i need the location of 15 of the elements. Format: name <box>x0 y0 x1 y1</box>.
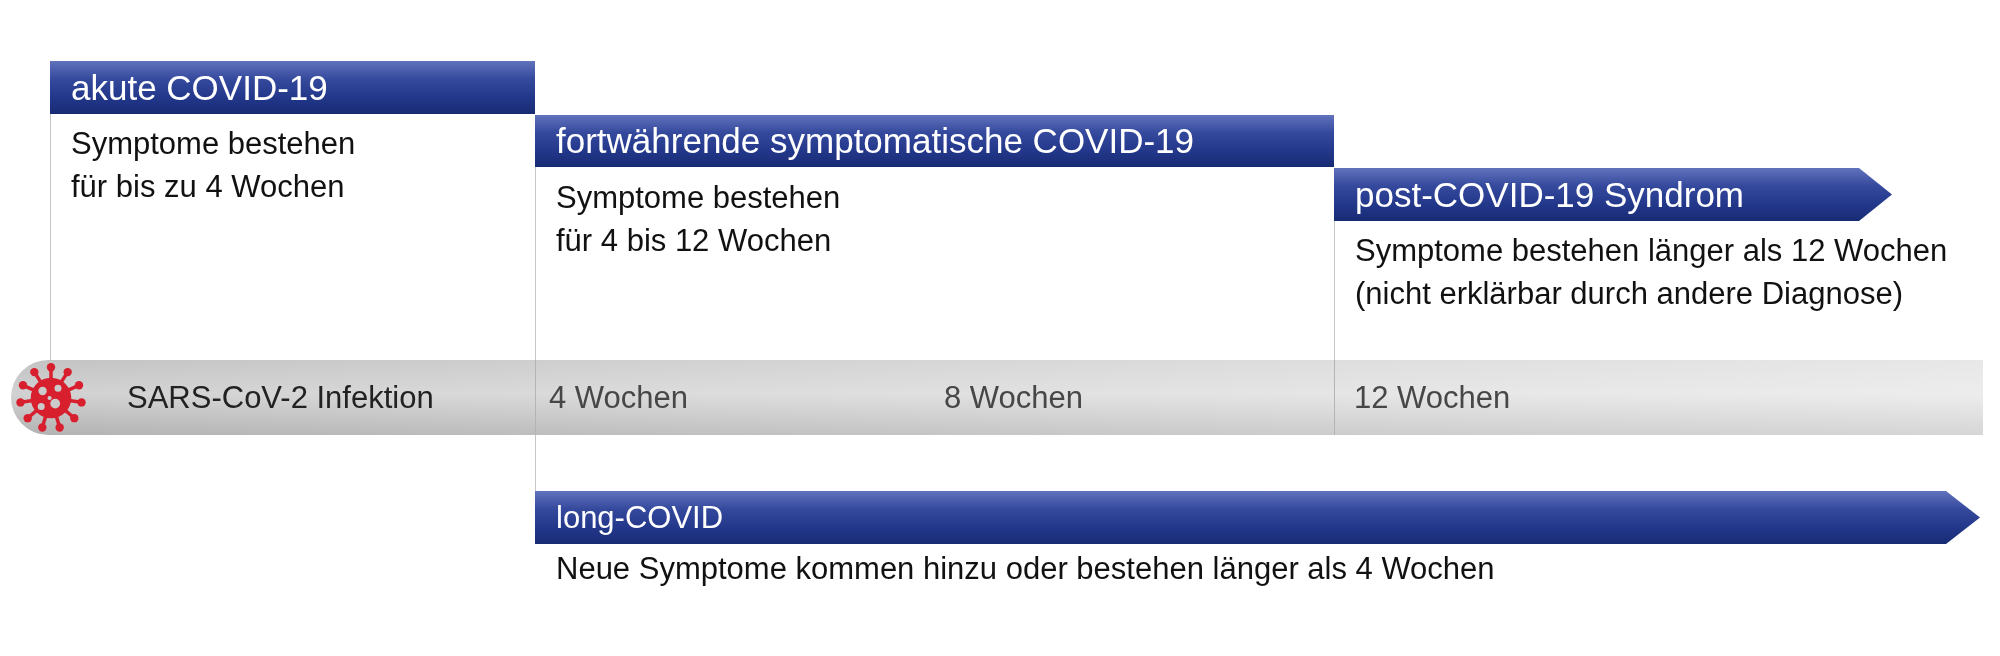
phase-description: Symptome bestehen länger als 12 Wochen (nicht erklärbar durch andere Diagnose) <box>1354 232 1949 313</box>
phase-header: akute COVID-19 <box>50 61 535 114</box>
week-label: 4 Wochen <box>549 379 688 417</box>
timeline-bar <box>11 360 1983 435</box>
phase-header: fortwährende symptomatische COVID-19 <box>535 115 1334 167</box>
phase-description: Symptome bestehen für bis zu 4 Wochen <box>70 125 357 206</box>
phase-column <box>50 61 535 360</box>
phase-header: long-COVID <box>535 491 1980 544</box>
week-label: 8 Wochen <box>944 379 1083 417</box>
phase-column <box>535 115 1334 360</box>
phase-header: post-COVID-19 Syndrom <box>1334 168 1892 221</box>
timeline-start-label: SARS-CoV-2 Infektion <box>127 379 434 417</box>
week-label: 12 Wochen <box>1354 379 1511 417</box>
phase-description: Neue Symptome kommen hinzu oder bestehen länger als 4 Wochen <box>555 550 1495 588</box>
phase-description: Symptome bestehen für 4 bis 12 Wochen <box>555 179 842 260</box>
